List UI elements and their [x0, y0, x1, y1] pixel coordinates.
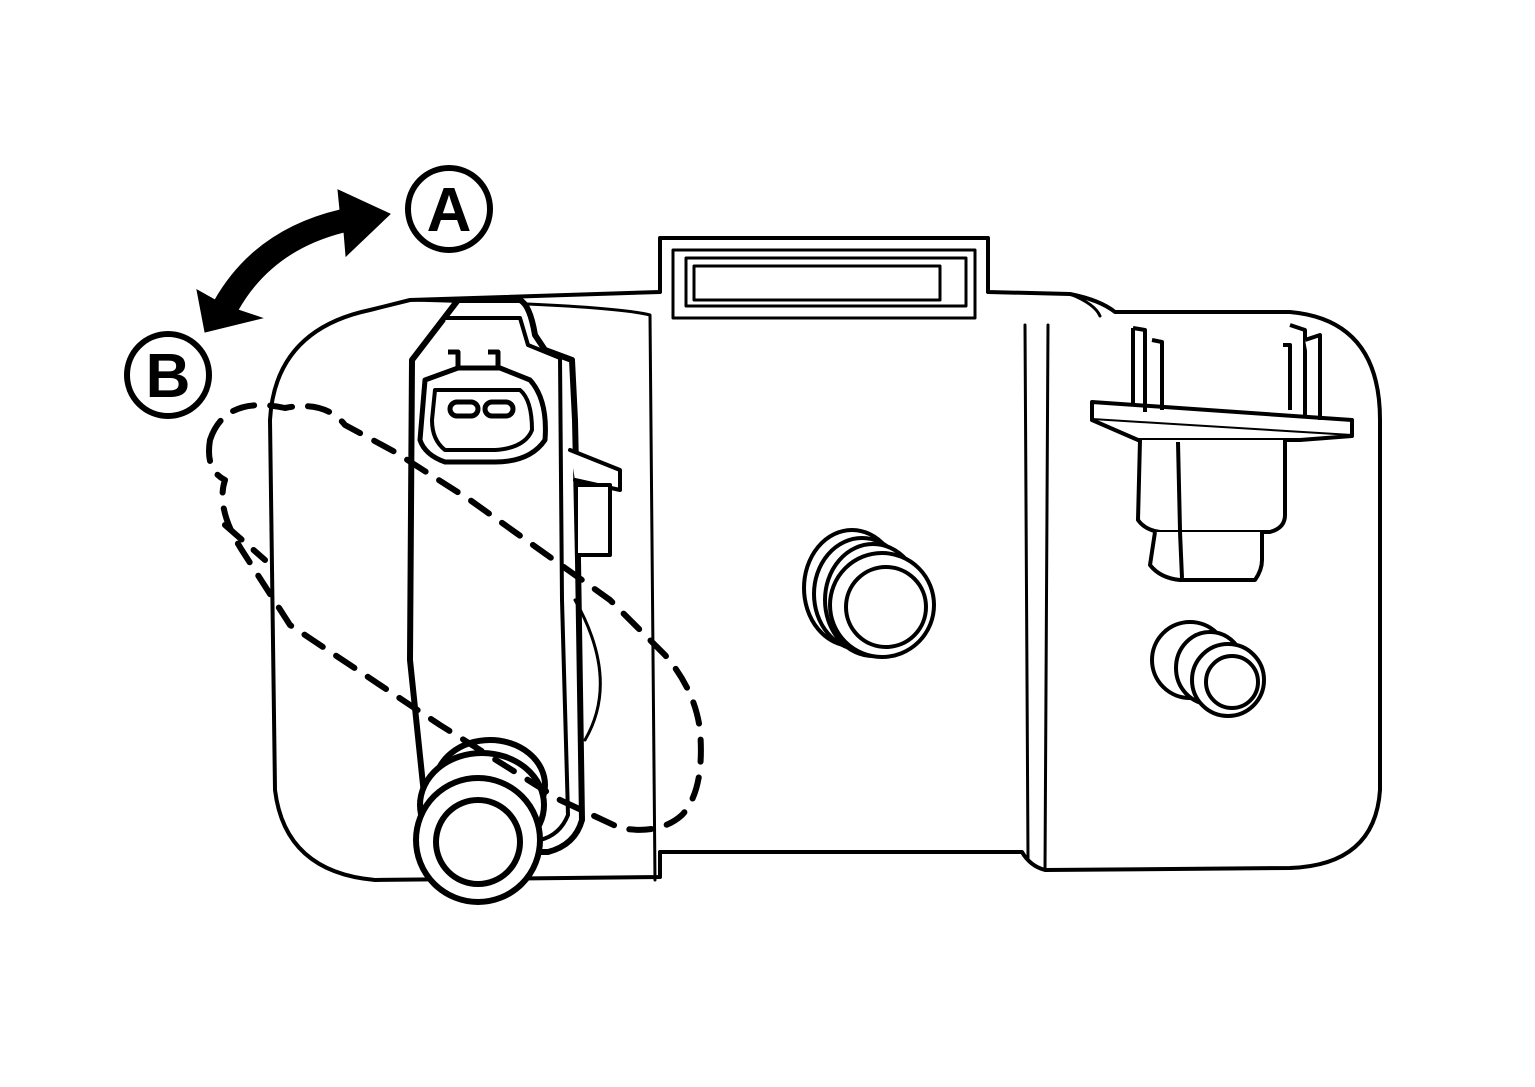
callout-a: A	[405, 165, 493, 253]
callout-b-label: B	[146, 342, 191, 411]
top-slot	[684, 256, 968, 308]
top-tab-inner	[671, 248, 977, 320]
right-panel-divider	[1023, 323, 1030, 860]
right-connector	[1090, 323, 1354, 582]
sensor-connector	[417, 349, 548, 465]
sensor-port	[413, 737, 548, 905]
sensor-dashed-outline	[206, 402, 704, 833]
rotation-arrow	[196, 189, 391, 333]
curved-arrow-icon	[196, 189, 391, 333]
callout-a-label: A	[427, 176, 472, 245]
callout-b: B	[124, 331, 212, 419]
right-port	[1150, 620, 1266, 718]
center-port	[802, 528, 936, 659]
